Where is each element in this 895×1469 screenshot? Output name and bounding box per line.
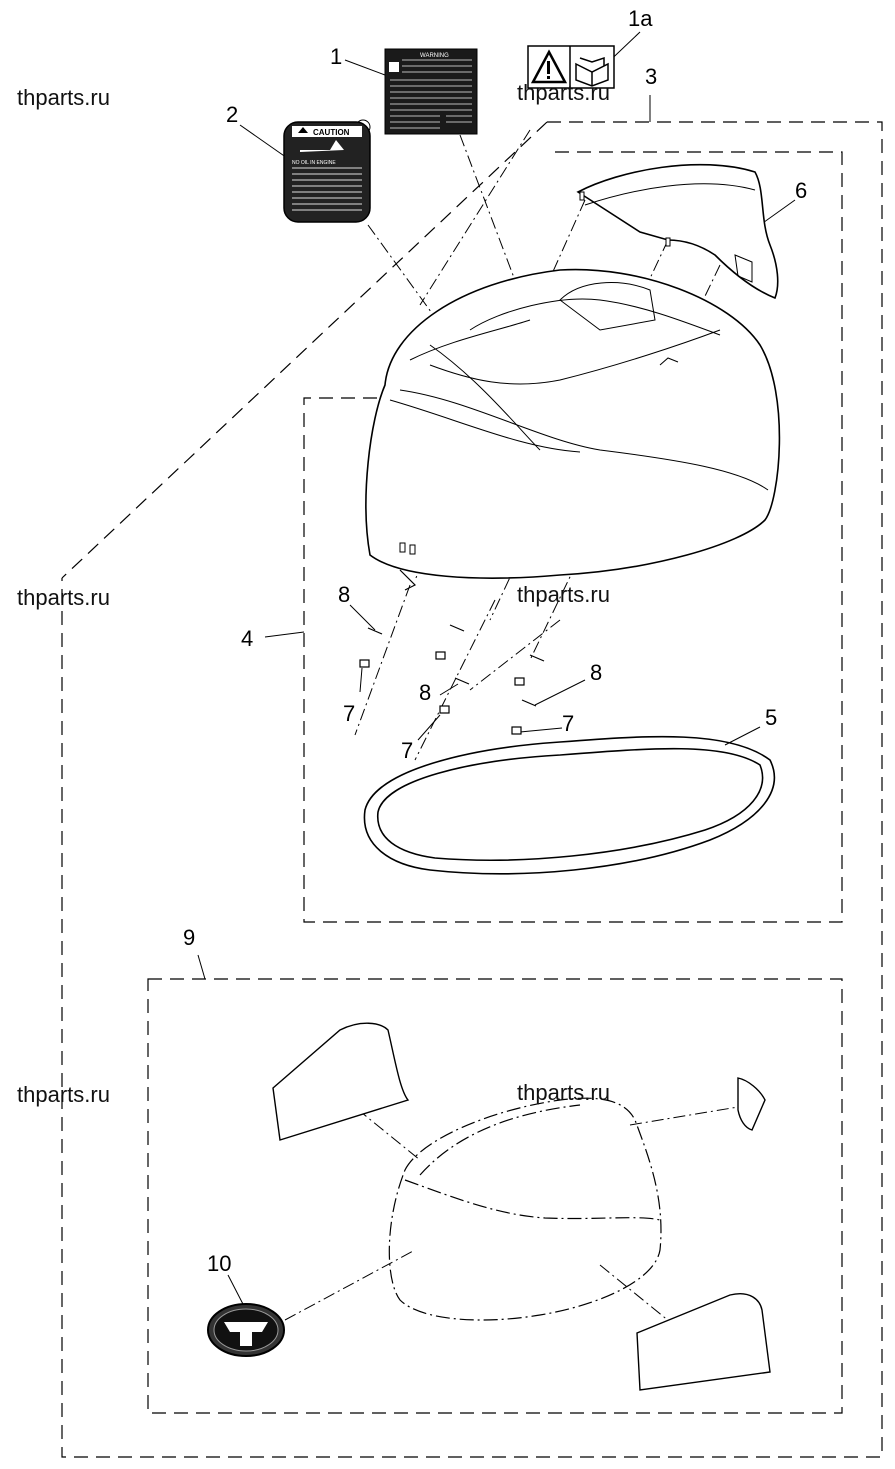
watermark-text: thparts.ru (17, 585, 110, 610)
top-cowling (365, 268, 781, 591)
callout-8: 8 (338, 582, 351, 607)
callout-7: 7 (562, 711, 575, 736)
cowling-seal (363, 735, 776, 875)
group-9-frame (147, 978, 843, 1414)
group-4-frame (303, 151, 843, 923)
pictogram-decal (527, 45, 615, 89)
callout-4: 4 (241, 626, 254, 651)
side-decal-left (272, 1022, 410, 1141)
caution-line1: NO OIL IN ENGINE (292, 160, 336, 166)
small-fasteners (359, 624, 545, 735)
rear-cover (576, 163, 779, 300)
callout-9: 9 (183, 925, 196, 950)
callout-2: 2 (226, 102, 239, 127)
watermark-text: thparts.ru (517, 80, 610, 105)
callout-6: 6 (795, 178, 808, 203)
warning-title: WARNING (420, 53, 449, 59)
callout-3: 3 (645, 64, 658, 89)
group-3-diagonal (61, 121, 548, 579)
callout-5: 5 (765, 705, 778, 730)
callout-7: 7 (401, 738, 414, 763)
watermark-text: thparts.ru (17, 85, 110, 110)
callout-1: 1 (330, 44, 343, 69)
group-3-frame (61, 121, 883, 1458)
callout-10: 10 (207, 1251, 232, 1276)
watermark-text: thparts.ru (517, 1080, 610, 1105)
caution-title: CAUTION (313, 128, 350, 137)
rear-decal (737, 1077, 766, 1131)
caution-decal: CAUTION NO OIL IN ENGINE (283, 119, 371, 223)
watermark-text: thparts.ru (17, 1082, 110, 1107)
callout-8: 8 (419, 680, 432, 705)
side-decal-right (636, 1293, 771, 1391)
callout-1a: 1a (628, 6, 653, 31)
watermark-text: thparts.ru (517, 582, 610, 607)
callout-8: 8 (590, 660, 603, 685)
owners-manual-icon (575, 56, 609, 87)
brand-emblem-icon (207, 1303, 285, 1357)
warning-decal: WARNING (384, 48, 478, 135)
callout-7: 7 (343, 701, 356, 726)
decal-set-cowling (388, 1097, 662, 1321)
